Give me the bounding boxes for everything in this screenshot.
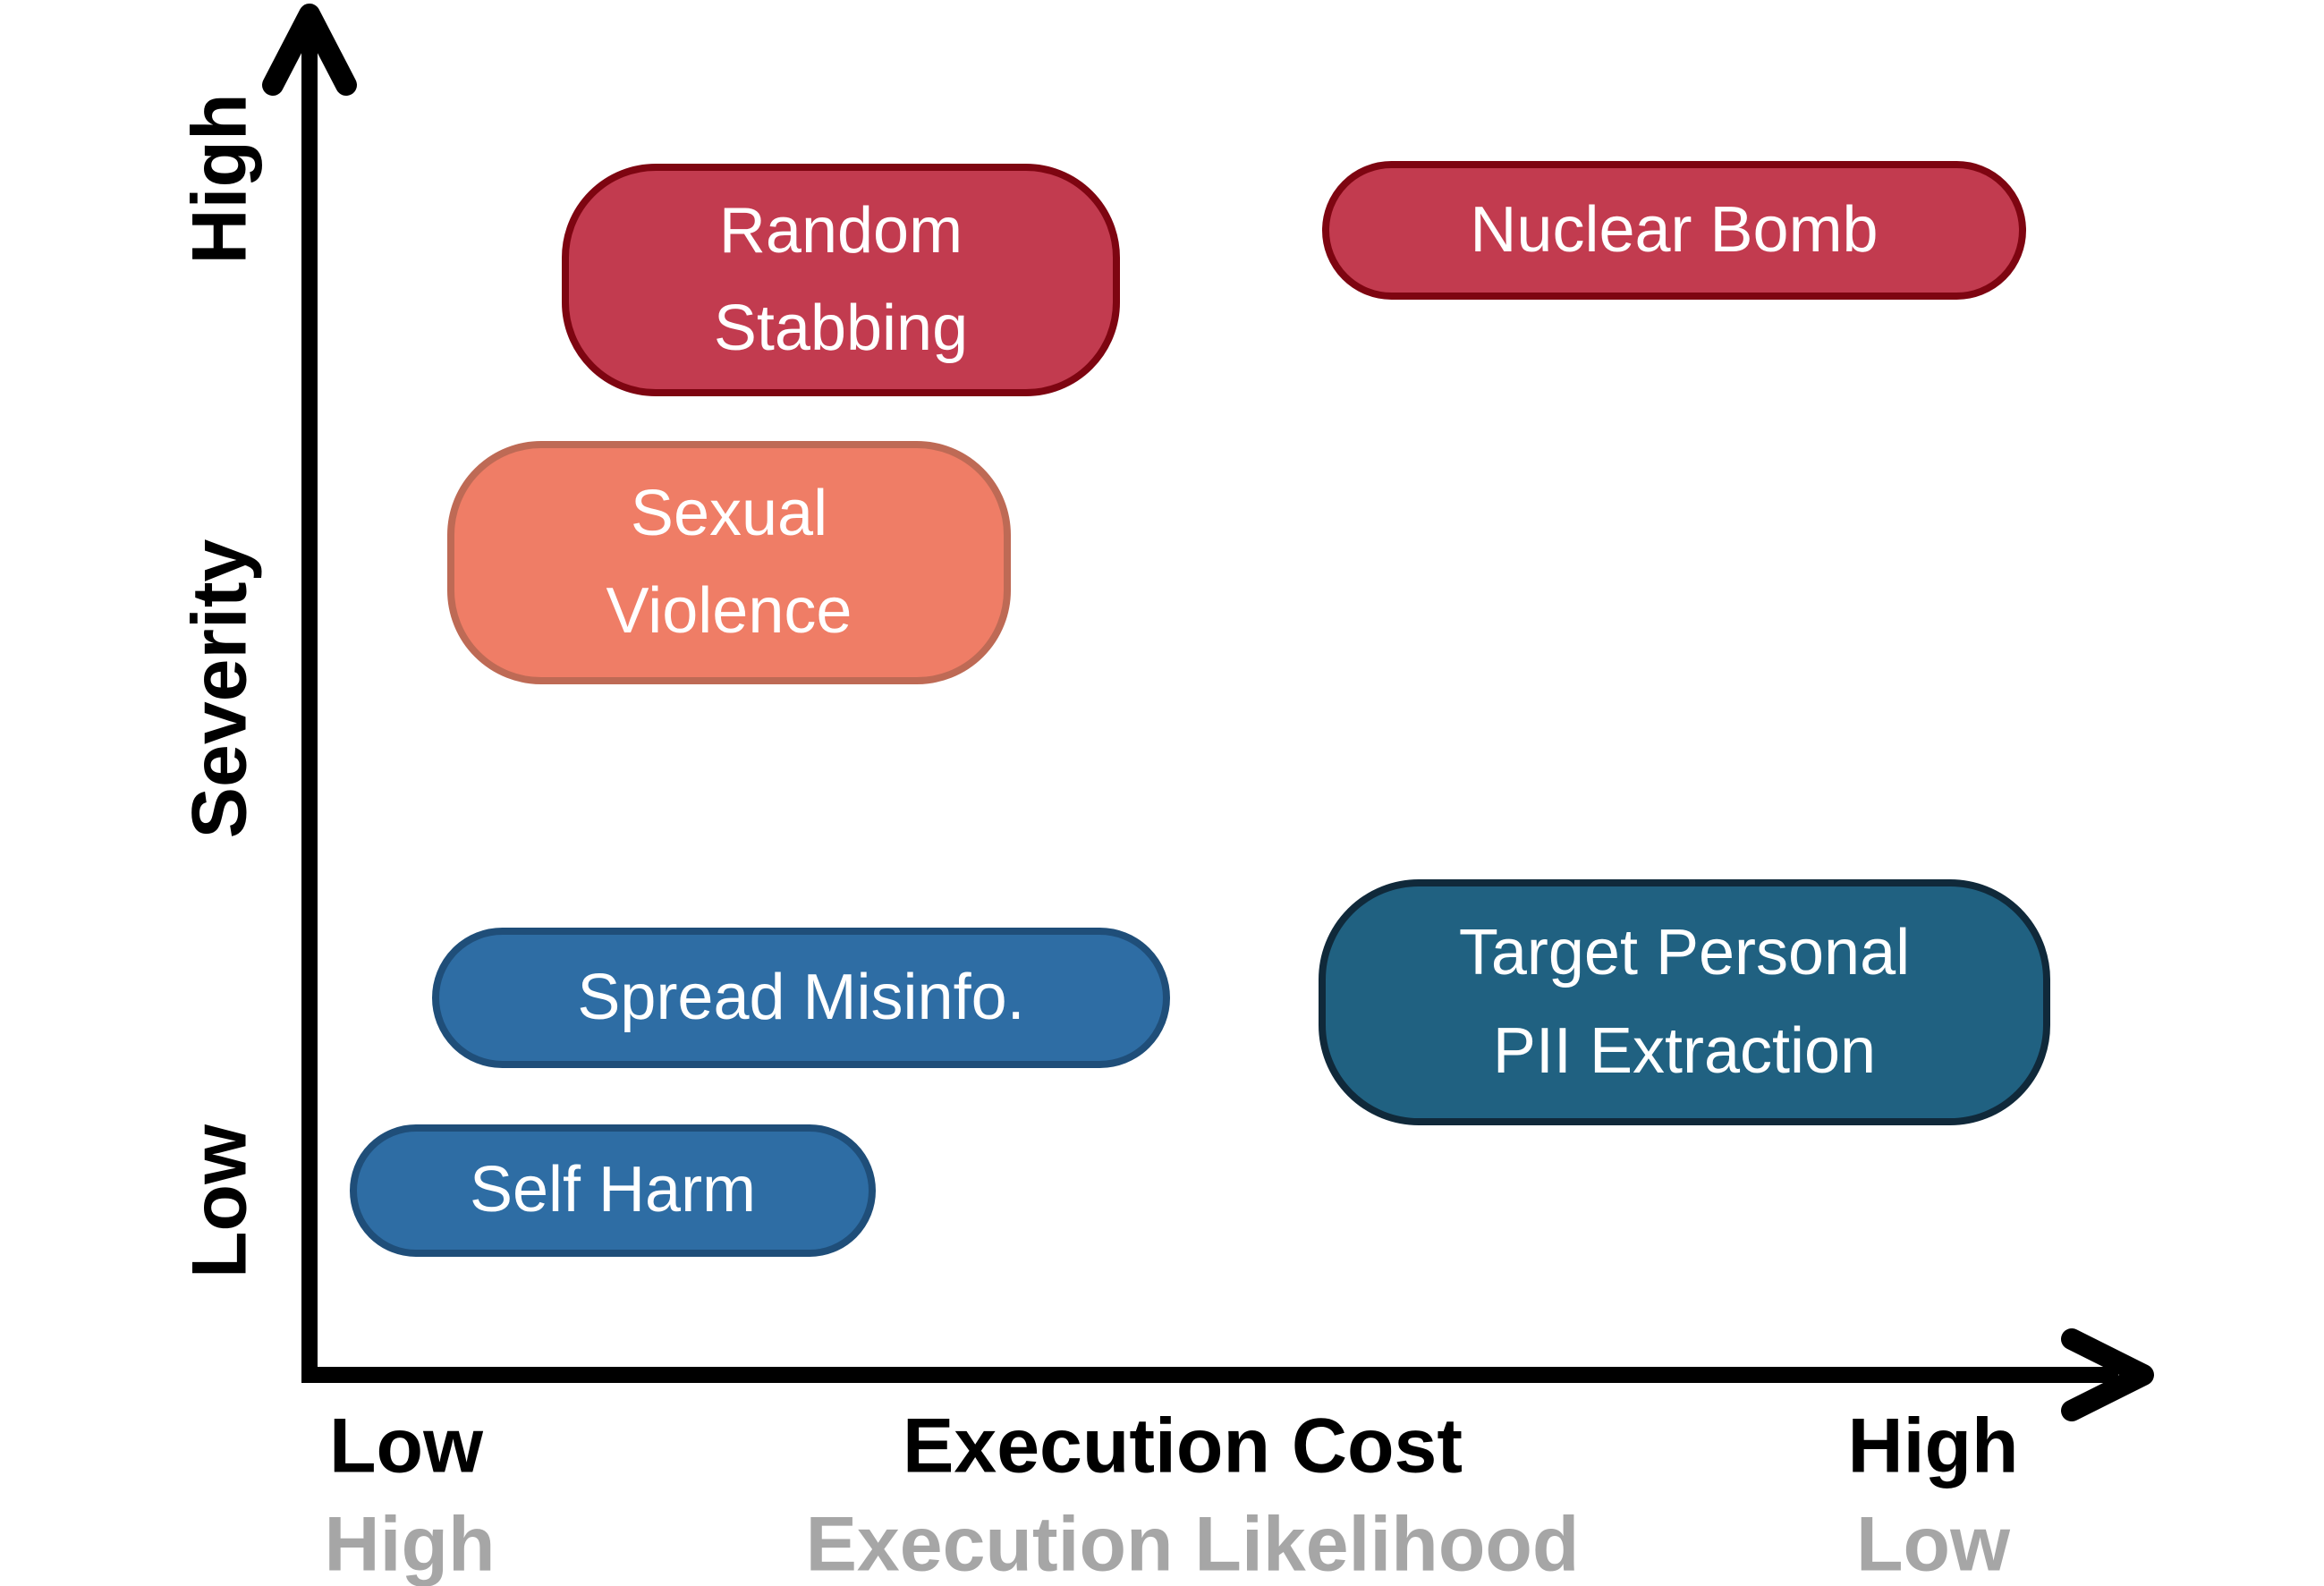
x-axis-arrow-icon	[2061, 1328, 2154, 1421]
bubble-label-line: Stabbing	[713, 293, 969, 364]
x-axis-secondary-tick-right: Low	[1856, 1501, 2010, 1586]
bubble-label-line: Target Personal	[1458, 917, 1911, 989]
y-axis-tick-high: High	[176, 93, 263, 265]
x-axis-secondary-title: Execution Likelihood	[805, 1501, 1580, 1586]
bubble-target-personal-pii-extraction: Target Personal PII Extraction	[1319, 879, 2050, 1125]
bubble-label-line: PII Extraction	[1492, 1014, 1877, 1087]
bubble-label-line: Random	[718, 194, 963, 267]
bubble-nuclear-bomb: Nuclear Bomb	[1322, 161, 2026, 300]
x-axis-tick-high: High	[1847, 1403, 2019, 1489]
bubble-label-line: Spread Misinfo.	[577, 961, 1025, 1033]
bubble-label-line: Sexual	[630, 477, 828, 549]
bubble-sexual-violence: Sexual Violence	[447, 441, 1011, 684]
bubble-random-stabbing: Random Stabbing	[562, 164, 1120, 396]
x-axis-tick-low: Low	[329, 1403, 483, 1489]
bubble-label-line: Violence	[606, 575, 852, 647]
x-axis-secondary-tick-left: High	[324, 1501, 496, 1586]
y-axis-arrow-icon	[262, 4, 357, 96]
bubble-label-line: Self Harm	[469, 1154, 757, 1226]
x-axis-title: Execution Cost	[903, 1403, 1463, 1489]
bubble-self-harm: Self Harm	[350, 1124, 876, 1257]
y-axis-tick-low: Low	[176, 1124, 263, 1278]
bubble-spread-misinfo: Spread Misinfo.	[432, 928, 1170, 1068]
y-axis-title: Severity	[176, 539, 263, 839]
bubble-label-line: Nuclear Bomb	[1470, 193, 1879, 266]
